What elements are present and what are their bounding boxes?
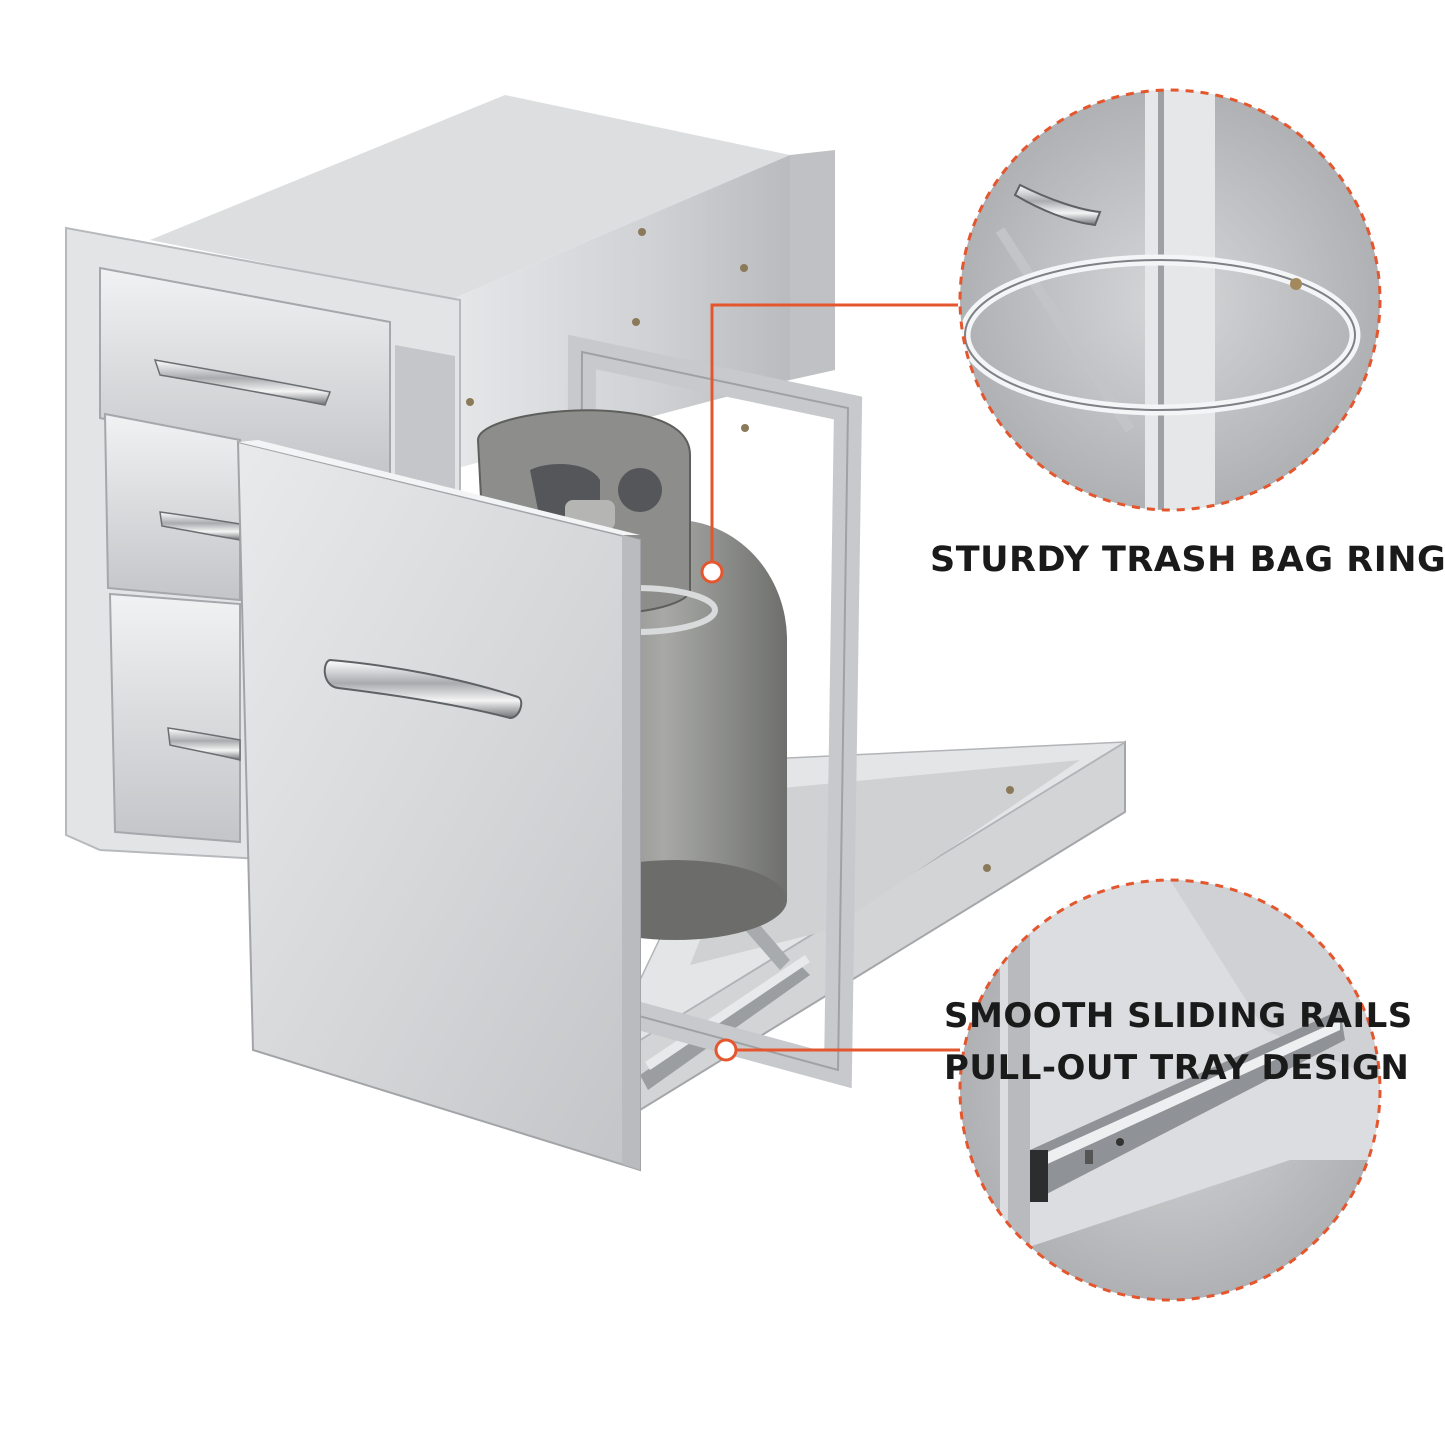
trash-bag-ring-label: STURDY TRASH BAG RING [930, 540, 1445, 580]
sliding-rails-label: SMOOTH SLIDING RAILS PULL-OUT TRAY DESIG… [944, 990, 1413, 1094]
sliding-rails-label-line2: PULL-OUT TRAY DESIGN [944, 1048, 1410, 1088]
small-drawer-middle [103, 412, 241, 602]
small-drawer-bottom [108, 592, 241, 844]
trash-bag-ring-detail [958, 88, 1382, 512]
callout-leaders [700, 303, 960, 1062]
sliding-rail-detail [958, 878, 1382, 1302]
pull-out-door [236, 440, 641, 1172]
sliding-rails-label-line1: SMOOTH SLIDING RAILS [944, 996, 1413, 1036]
